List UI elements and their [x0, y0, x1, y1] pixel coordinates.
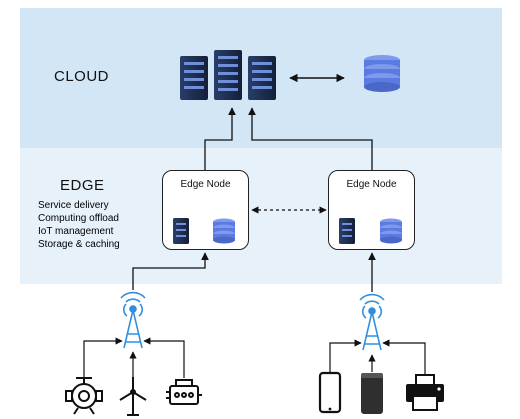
antenna-left-to-node-arrow	[132, 252, 209, 290]
server-icon	[339, 218, 355, 244]
device-to-antenna-arrow	[83, 337, 123, 378]
smartphone-icon	[318, 371, 342, 414]
smart-speaker-icon	[361, 373, 383, 414]
engine-icon	[166, 379, 202, 405]
edge-function-item: IoT management	[38, 226, 114, 237]
industrial-valve-icon	[65, 377, 103, 415]
device-to-antenna-arrow	[143, 337, 185, 378]
edge-node-label: Edge Node	[346, 179, 397, 190]
edge-function-item: Computing offload	[38, 213, 119, 224]
edge-layer	[20, 148, 502, 284]
edge-title: EDGE	[60, 177, 105, 194]
database-icon	[213, 218, 235, 244]
antenna-tower-icon	[359, 293, 385, 351]
edge-function-item: Storage & caching	[38, 239, 120, 250]
edge-right-to-cloud-arrow	[248, 107, 373, 170]
database-icon	[364, 55, 400, 92]
server-rack-icon	[180, 50, 276, 100]
cloud-title: CLOUD	[54, 68, 110, 85]
printer-icon	[406, 374, 444, 411]
wind-turbine-icon	[119, 377, 147, 416]
antenna-tower-icon	[120, 291, 146, 349]
edge-node-label: Edge Node	[180, 179, 231, 190]
device-to-antenna-arrow	[329, 339, 362, 372]
database-icon	[380, 218, 402, 244]
device-to-antenna-arrow	[382, 339, 426, 375]
server-icon	[173, 218, 189, 244]
edge-left-to-cloud-arrow	[204, 107, 236, 170]
edge-functions-list: Service delivery Computing offload IoT m…	[38, 199, 158, 251]
edge-function-item: Service delivery	[38, 200, 109, 211]
